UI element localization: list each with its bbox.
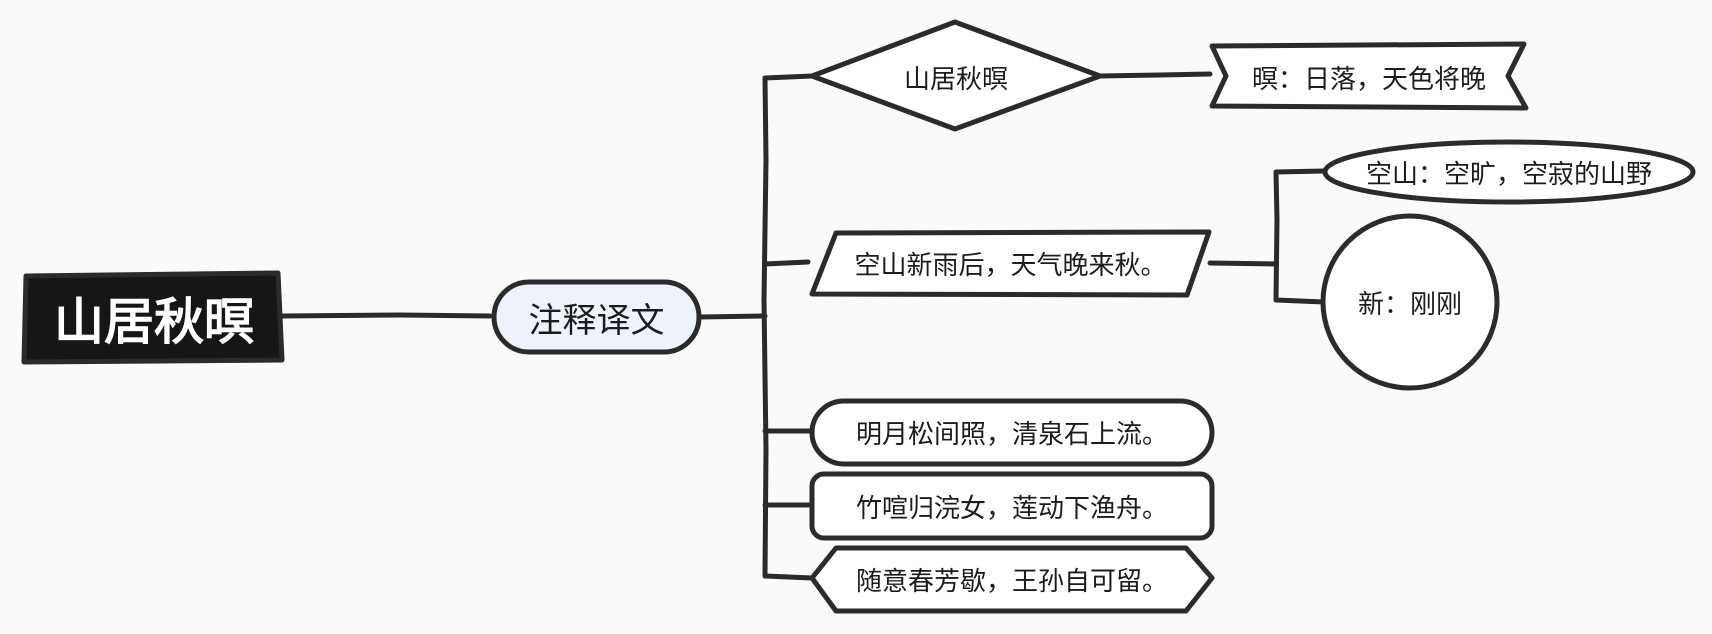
- branch-4-shape: [809, 471, 1215, 541]
- branch-4-label[interactable]: 竹喧归浣女，莲动下渔舟。: [855, 493, 1168, 524]
- connector-center-trunk: [697, 313, 768, 320]
- connector-branch-1: [762, 73, 815, 81]
- root-node-shape: [21, 270, 285, 365]
- branch-2-child-2-shape: [1320, 213, 1500, 391]
- branch-1-child-shape: [1209, 41, 1529, 111]
- connector-trunk: [761, 75, 769, 578]
- branch-5-shape: [809, 545, 1215, 614]
- branch-3-label[interactable]: 明月松间照，清泉石上流。: [855, 420, 1168, 450]
- branch-1-label[interactable]: 山居秋暝: [903, 64, 1008, 95]
- connector-branch-1-child: [1097, 71, 1213, 79]
- branch-5-label[interactable]: 随意春芳歇，王孙自可留。: [855, 567, 1168, 597]
- connector-branch-2-child-2: [1273, 297, 1327, 305]
- branch-1-shape: [809, 19, 1103, 132]
- connector-branch-2-fork: [1273, 169, 1280, 303]
- connectors: [279, 71, 1327, 581]
- connector-branch-2-child-1: [1273, 168, 1327, 175]
- nodes: [21, 19, 1696, 614]
- branch-2-child-1-label[interactable]: 空山：空旷，空寂的山野: [1365, 159, 1652, 190]
- connector-root-center: [279, 312, 493, 319]
- root-node-label[interactable]: 山居秋暝: [54, 292, 254, 351]
- branch-2-child-1-shape: [1322, 139, 1696, 205]
- branch-3-shape: [809, 398, 1215, 467]
- branch-2-label[interactable]: 空山新雨后，天气晚来秋。: [854, 251, 1167, 281]
- center-node-shape: [491, 279, 702, 355]
- branch-1-child-label[interactable]: 暝：日落，天色将晚: [1251, 64, 1486, 95]
- branch-2-shape: [809, 229, 1212, 298]
- connector-branch-2-stem: [1207, 260, 1279, 267]
- center-node-label[interactable]: 注释译文: [528, 300, 665, 341]
- branch-2-child-2-label[interactable]: 新：刚刚: [1357, 289, 1462, 320]
- connector-branch-5: [762, 573, 815, 581]
- connector-branch-2: [762, 259, 811, 267]
